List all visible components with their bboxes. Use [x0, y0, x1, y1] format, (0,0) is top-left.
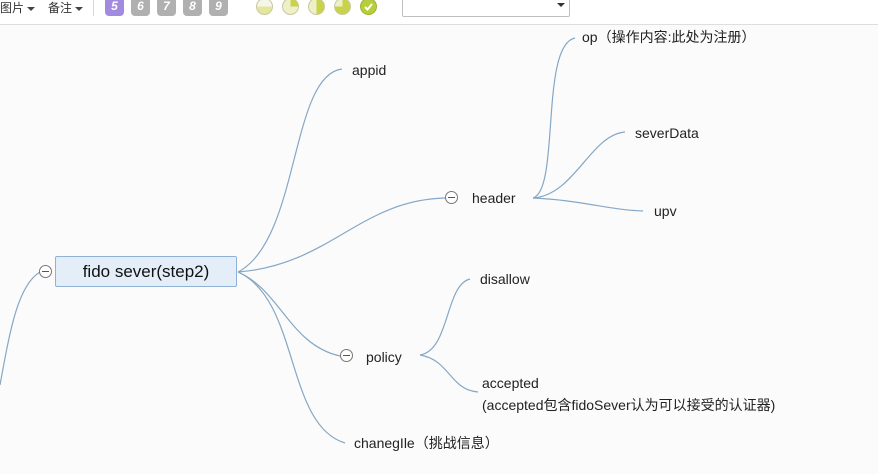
progress-50-icon[interactable]: [308, 0, 325, 15]
connector-disallow: [419, 278, 471, 356]
chevron-down-icon: [75, 7, 84, 11]
root-node[interactable]: fido sever(step2): [55, 256, 237, 287]
progress-0-icon[interactable]: [256, 0, 273, 15]
connector-parent: [0, 271, 41, 386]
connector-header: [237, 197, 446, 273]
priority-6-icon[interactable]: 6: [131, 0, 150, 16]
node-accepted-note: (accepted包含fidoSever认为可以接受的认证器): [482, 397, 776, 413]
note-menu-label: 备注: [48, 1, 73, 15]
style-select[interactable]: [402, 0, 570, 17]
node-policy[interactable]: policy: [366, 349, 402, 365]
node-appid[interactable]: appid: [352, 62, 387, 78]
toolbar-divider: [93, 0, 94, 16]
note-menu[interactable]: 备注: [48, 0, 84, 16]
node-upv[interactable]: upv: [654, 203, 677, 219]
node-severdata[interactable]: severData: [635, 125, 699, 141]
node-op[interactable]: op（操作内容:此处为注册）: [582, 29, 756, 45]
image-menu-label: 图片: [0, 1, 25, 15]
priority-5-icon[interactable]: 5: [105, 0, 124, 16]
connector-severdata: [532, 131, 626, 199]
node-header[interactable]: header: [472, 190, 516, 206]
chevron-down-icon: [557, 3, 565, 7]
priority-9-icon[interactable]: 9: [209, 0, 228, 16]
priority-7-icon[interactable]: 7: [157, 0, 176, 16]
image-menu[interactable]: 图片: [0, 0, 36, 16]
progress-done-icon[interactable]: [360, 0, 377, 15]
toolbar: 图片 备注 5 6 7 8 9: [0, 0, 878, 25]
connector-accepted: [419, 354, 479, 393]
progress-25-icon[interactable]: [282, 0, 299, 15]
progress-75-icon[interactable]: [334, 0, 351, 15]
node-accepted[interactable]: accepted: [482, 375, 539, 391]
priority-8-icon[interactable]: 8: [183, 0, 202, 16]
policy-collapse-toggle[interactable]: [340, 349, 353, 362]
root-collapse-toggle[interactable]: [39, 265, 52, 278]
chevron-down-icon: [27, 7, 36, 11]
connector-appid: [237, 68, 343, 273]
connector-chanegile: [237, 271, 346, 444]
connector-upv: [532, 197, 644, 212]
node-chanegile[interactable]: chanegIle（挑战信息）: [354, 435, 499, 451]
connector-policy: [237, 271, 341, 357]
header-collapse-toggle[interactable]: [445, 191, 458, 204]
node-disallow[interactable]: disallow: [480, 271, 530, 287]
connector-op: [532, 37, 576, 199]
